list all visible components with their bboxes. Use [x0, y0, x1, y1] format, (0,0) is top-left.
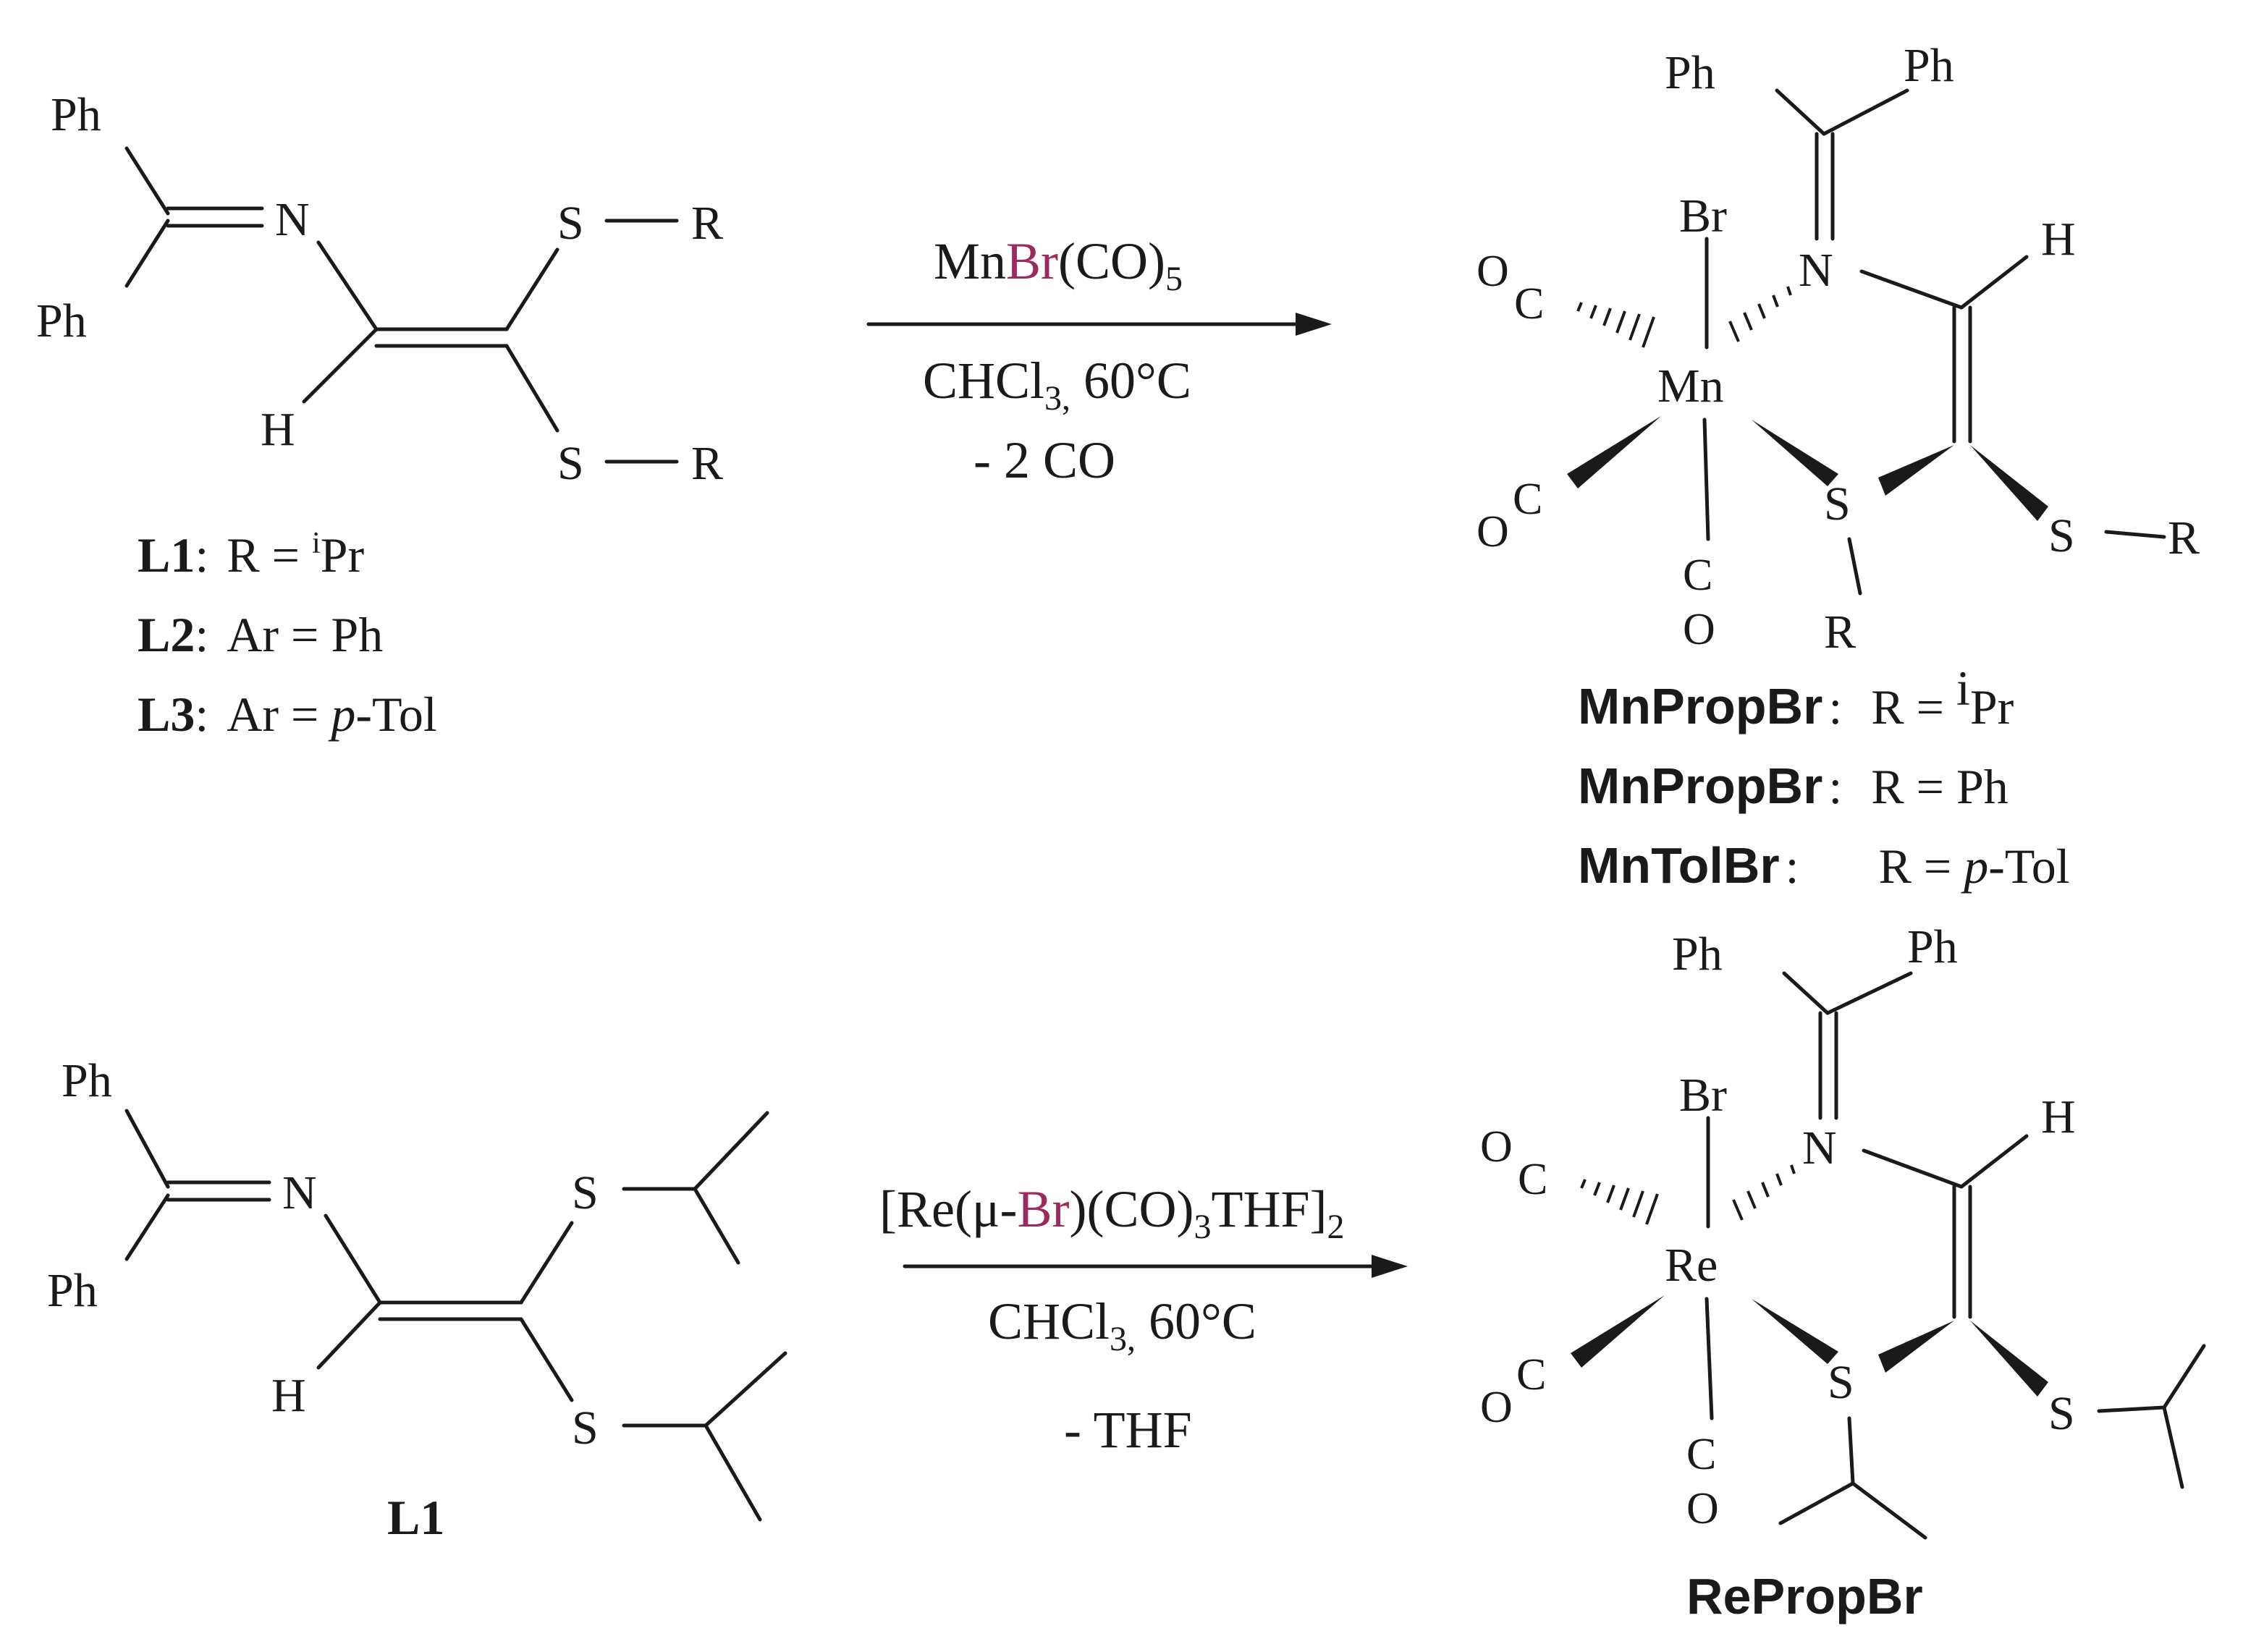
condition-label: - 2 CO — [973, 431, 1115, 489]
complex-entry: MnPropBr:R = Ph — [1578, 758, 2008, 814]
ligand-list: L1:R = iPr L2:Ar = Ph L3:Ar = p-Tol — [138, 527, 437, 742]
nitrogen-atom: N — [1802, 1122, 1837, 1174]
condition-label: CHCl3, 60°C — [988, 1292, 1256, 1358]
ligand-entry: L3:Ar = p-Tol — [138, 687, 437, 742]
phenyl-label: Ph — [1907, 920, 1958, 973]
re-complex-structure: Ph Ph Br N H Re O C O C C O S S RePropBr — [1480, 920, 2206, 1625]
r-group: R — [2168, 512, 2200, 564]
bottom-ligand-structure: Ph Ph N H S S L1 — [47, 1054, 787, 1545]
sulfur-atom: S — [557, 197, 584, 250]
carbon-atom: C — [1513, 475, 1542, 524]
oxygen-atom: O — [1480, 1122, 1513, 1172]
hashed-bond — [1576, 302, 1655, 348]
wedge-bond — [1970, 1321, 2048, 1397]
wedge-bond — [1878, 445, 1954, 496]
sulfur-atom: S — [572, 1402, 599, 1454]
oxygen-atom: O — [1477, 247, 1509, 296]
carbon-atom: C — [1518, 1155, 1547, 1204]
wedge-bond — [1567, 416, 1661, 488]
sulfur-atom: S — [1824, 478, 1851, 530]
reaction-arrow-top: MnBr(CO)5 CHCl3, 60°C - 2 CO — [866, 232, 1332, 489]
oxygen-atom: O — [1480, 1383, 1513, 1432]
phenyl-label: Ph — [51, 88, 101, 141]
carbon-atom: C — [1516, 1350, 1546, 1399]
wedge-bond — [1970, 445, 2048, 521]
phenyl-label: Ph — [1665, 46, 1715, 99]
phenyl-label: Ph — [1904, 39, 1954, 92]
ligand-entry: L2:Ar = Ph — [138, 607, 383, 662]
condition-label: - THF — [1064, 1401, 1192, 1459]
bromine-atom: Br — [1679, 1069, 1727, 1122]
r-group: R — [691, 197, 723, 250]
hydrogen-atom: H — [261, 403, 295, 456]
oxygen-atom: O — [1477, 507, 1509, 556]
complex-entry: MnTolBr:R = p-Tol — [1578, 837, 2070, 894]
condition-label: CHCl3, 60°C — [923, 352, 1191, 418]
phenyl-label: Ph — [36, 295, 87, 347]
mn-complex-structure: Ph Ph Br N H Mn O C O C C O S S R R — [1477, 39, 2200, 658]
sulfur-atom: S — [2048, 509, 2075, 562]
hashed-bond — [1732, 1164, 1796, 1221]
r-group: R — [691, 437, 723, 490]
sulfur-atom: S — [557, 437, 584, 490]
complex-entry: MnPropBr:R = iPr — [1578, 661, 2014, 734]
complex-label: RePropBr — [1686, 1568, 1923, 1625]
top-ligand-structure: Ph Ph N H S S R R — [36, 88, 723, 490]
bromine-atom: Br — [1679, 190, 1727, 242]
oxygen-atom: O — [1683, 605, 1715, 654]
mn-complex-list: MnPropBr:R = iPr MnPropBr:R = Ph MnTolBr… — [1578, 661, 2070, 894]
carbon-atom: C — [1514, 279, 1544, 329]
oxygen-atom: O — [1686, 1484, 1719, 1533]
hashed-bond — [1580, 1179, 1659, 1225]
wedge-bond — [1752, 1299, 1838, 1364]
nitrogen-atom: N — [282, 1166, 317, 1219]
carbon-atom: C — [1683, 551, 1712, 600]
reaction-arrow-bottom: [Re(μ-Br)(CO)3THF]2 CHCl3, 60°C - THF — [879, 1180, 1408, 1459]
ligand-label: L1 — [387, 1490, 444, 1545]
r-group: R — [1824, 606, 1856, 658]
phenyl-label: Ph — [47, 1264, 98, 1317]
ligand-entry: L1:R = iPr — [138, 527, 364, 583]
phenyl-label: Ph — [62, 1054, 112, 1107]
phenyl-label: Ph — [1672, 928, 1723, 980]
hydrogen-atom: H — [271, 1369, 306, 1422]
manganese-atom: Mn — [1657, 360, 1724, 412]
reagent-label: MnBr(CO)5 — [934, 232, 1183, 298]
sulfur-atom: S — [2048, 1387, 2075, 1440]
carbon-atom: C — [1686, 1430, 1716, 1479]
wedge-bond — [1878, 1321, 1954, 1373]
reagent-label: [Re(μ-Br)(CO)3THF]2 — [879, 1180, 1344, 1246]
hydrogen-atom: H — [2041, 213, 2076, 266]
wedge-bond — [1571, 1295, 1665, 1368]
nitrogen-atom: N — [1799, 244, 1833, 297]
hydrogen-atom: H — [2041, 1090, 2076, 1143]
nitrogen-atom: N — [275, 193, 310, 246]
rhenium-atom: Re — [1665, 1239, 1718, 1292]
wedge-bond — [1752, 420, 1838, 486]
sulfur-atom: S — [572, 1166, 599, 1219]
sulfur-atom: S — [1828, 1356, 1854, 1409]
hashed-bond — [1728, 286, 1792, 342]
